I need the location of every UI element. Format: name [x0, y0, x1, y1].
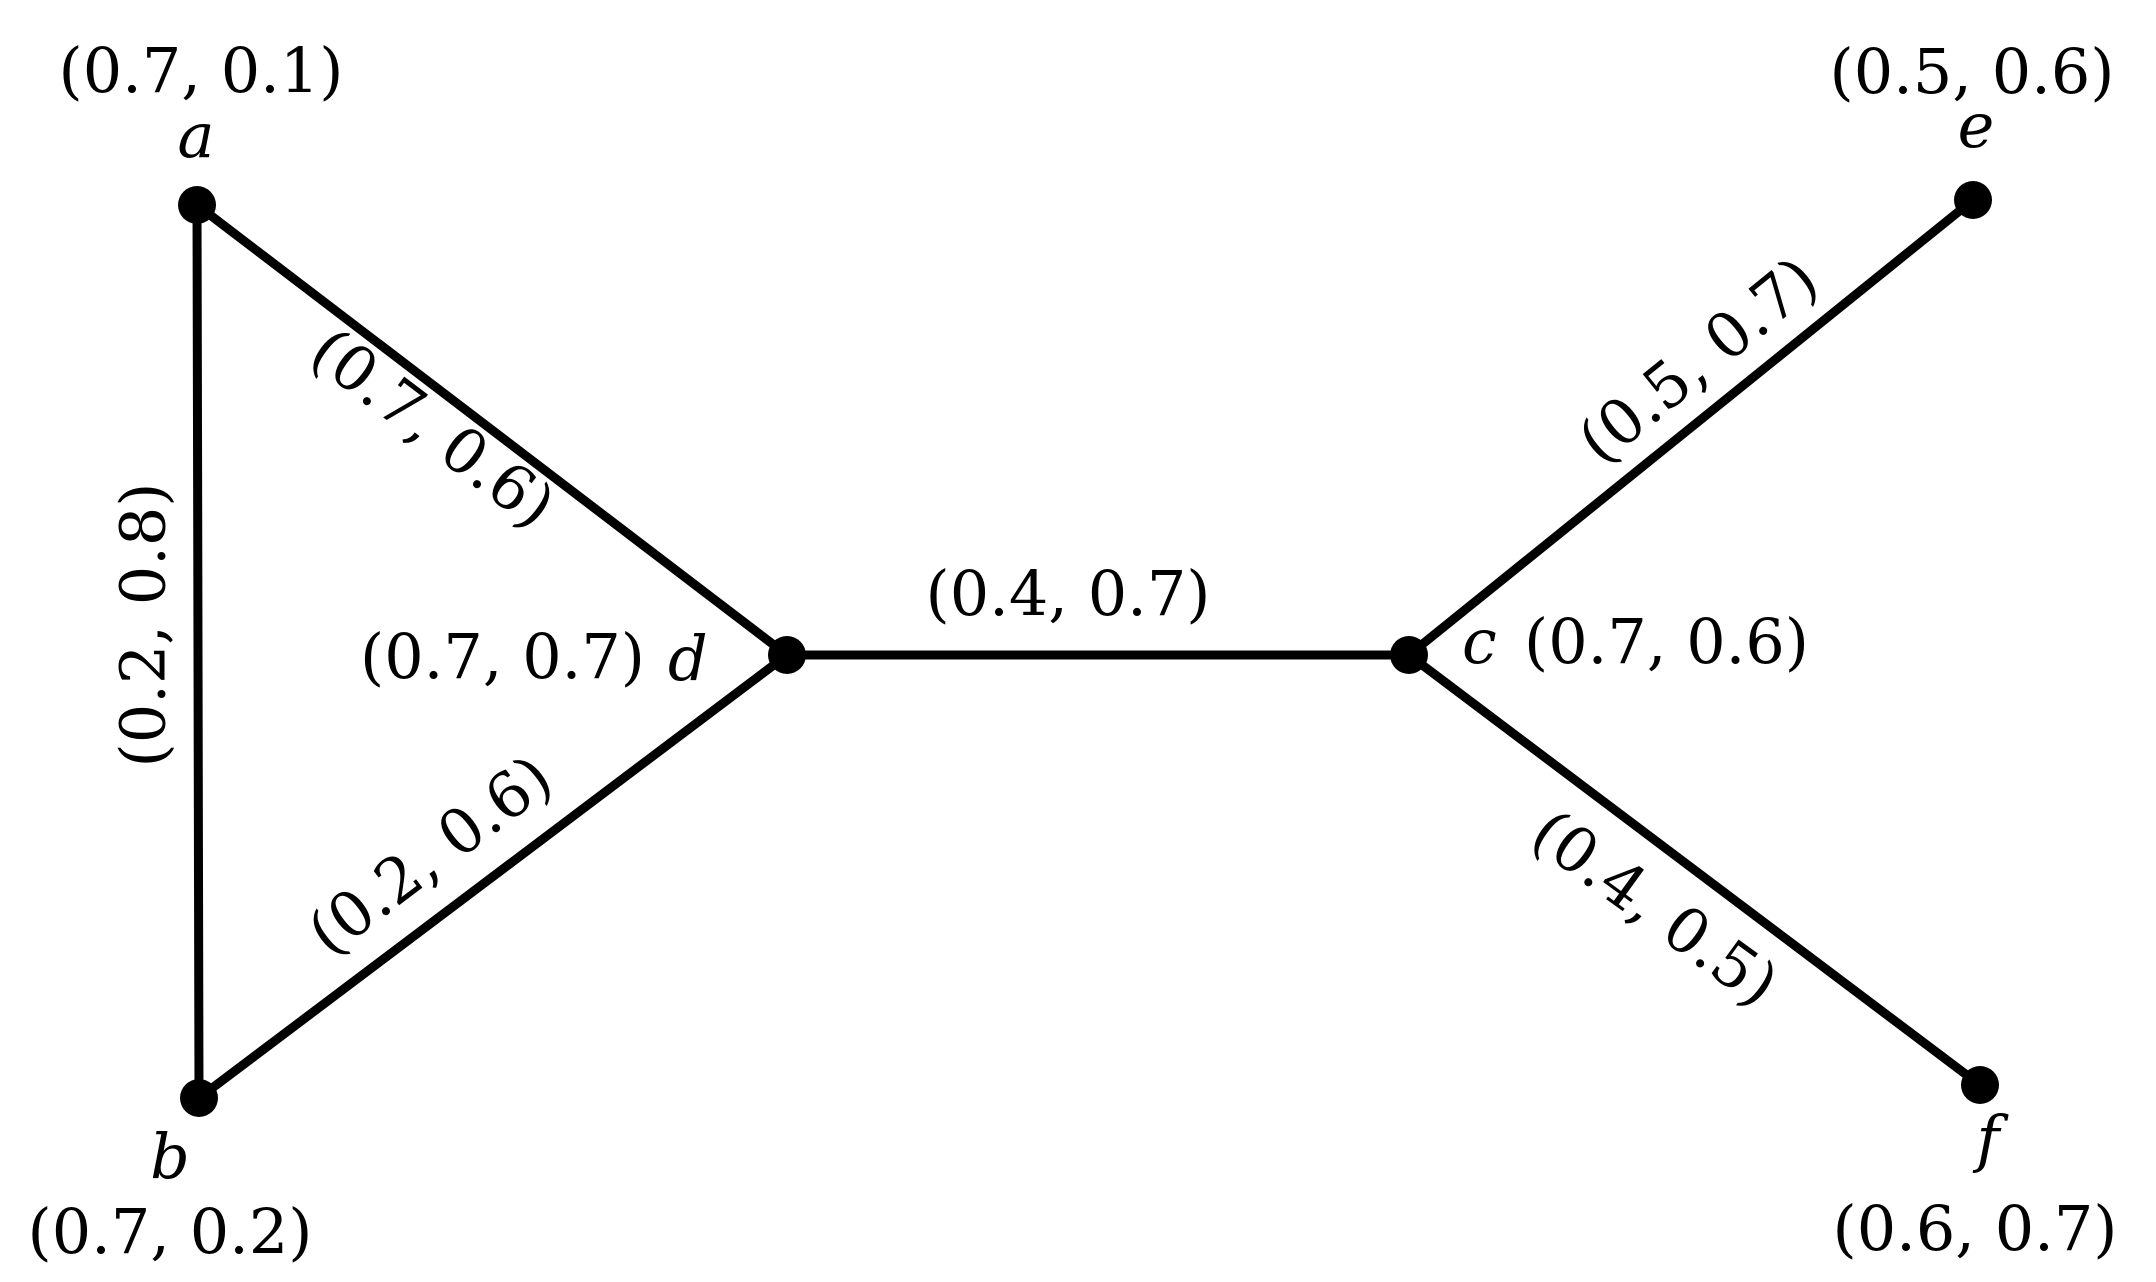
- node-c-value: (0.7, 0.6): [1524, 605, 1809, 678]
- node-b-letter: b: [150, 1120, 190, 1193]
- edge-a-d-label: (0.7, 0.6): [297, 313, 569, 543]
- node-a: [178, 186, 216, 224]
- node-e: [1954, 181, 1992, 219]
- node-a-letter: a: [178, 99, 215, 172]
- node-e-value: (0.5, 0.6): [1830, 35, 2115, 108]
- node-b-value: (0.7, 0.2): [28, 1195, 313, 1268]
- node-d-letter: d: [668, 622, 708, 695]
- node-f-value: (0.6, 0.7): [1833, 1192, 2118, 1265]
- edge-a-b-label: (0.2, 0.8): [107, 483, 180, 768]
- node-b: [180, 1079, 218, 1117]
- node-e-letter: e: [1958, 89, 1995, 162]
- node-c-letter: c: [1462, 605, 1497, 678]
- edge-a-d: [192, 200, 792, 660]
- node-a-value: (0.7, 0.1): [59, 34, 344, 107]
- node-d: [768, 636, 806, 674]
- edge-b-d: [194, 650, 792, 1103]
- node-f-letter: f: [1973, 1102, 2010, 1175]
- node-d-value: (0.7, 0.7): [360, 620, 645, 693]
- edge-c-e-label: (0.5, 0.7): [1564, 242, 1831, 478]
- node-f: [1961, 1066, 1999, 1104]
- edge-d-c-label: (0.4, 0.7): [926, 557, 1211, 630]
- edge-a-b: [192, 200, 204, 1103]
- edge-c-e: [1404, 195, 1978, 660]
- edge-c-f: [1404, 650, 1985, 1090]
- node-c: [1390, 636, 1428, 674]
